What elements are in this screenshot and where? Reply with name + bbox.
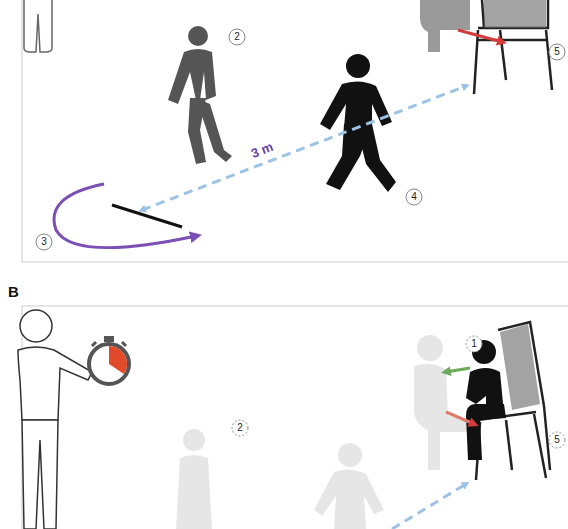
callout-number: 3 bbox=[41, 237, 47, 247]
callout-number: 4 bbox=[411, 192, 417, 202]
callout-number: 2 bbox=[234, 32, 240, 42]
callout-number: 5 bbox=[554, 435, 560, 445]
panel-letter: B bbox=[8, 284, 19, 299]
callout-number: 1 bbox=[471, 339, 477, 349]
distance-label: 3 m bbox=[247, 139, 276, 161]
callout-number: 5 bbox=[554, 47, 560, 57]
callout-number: 2 bbox=[237, 423, 243, 433]
